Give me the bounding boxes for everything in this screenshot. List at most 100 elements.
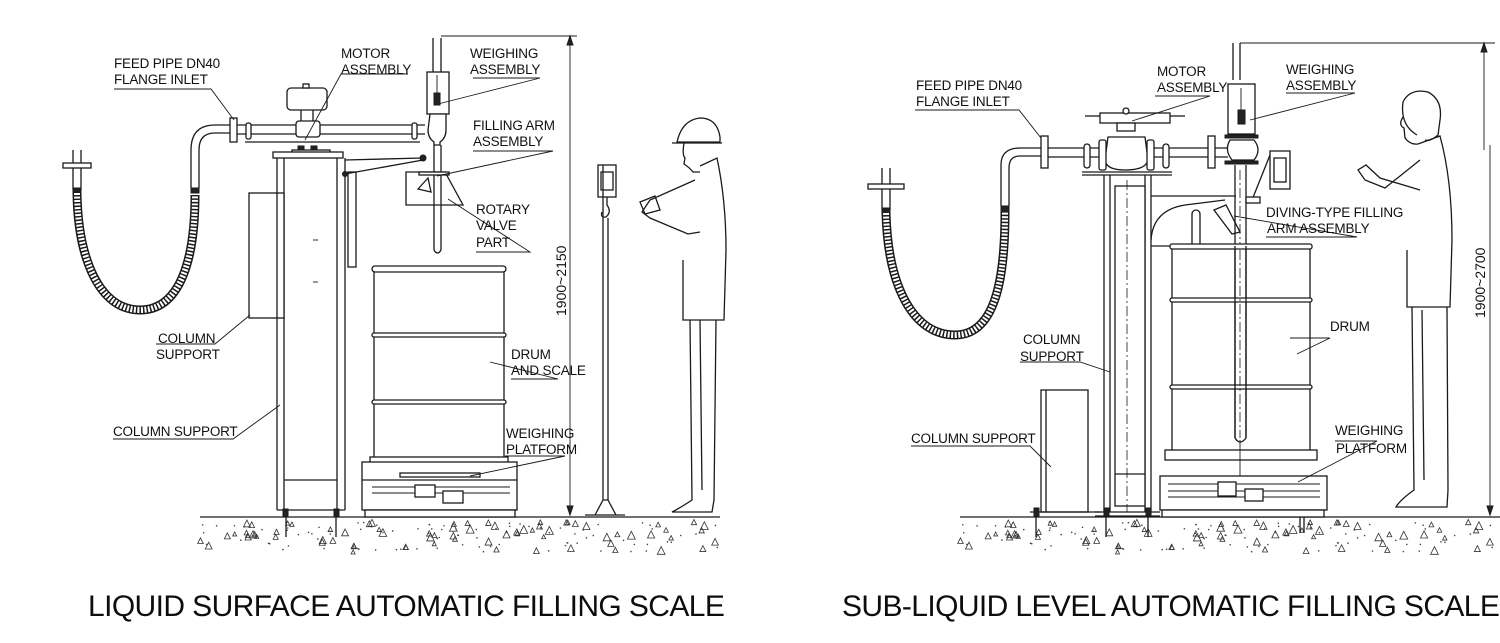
gravel-dot	[1318, 531, 1321, 534]
gravel-stone	[513, 528, 521, 536]
gravel-dot	[489, 545, 492, 548]
gravel-stone	[607, 539, 615, 547]
label-weighing-1: WEIGHING	[1286, 62, 1354, 77]
label-column-1: COLUMN	[1023, 332, 1080, 347]
gravel-dot	[202, 531, 205, 534]
gravel-dot	[1440, 541, 1442, 543]
label-feed-pipe-1: FEED PIPE DN40	[114, 56, 220, 71]
gravel-stone	[232, 531, 238, 537]
weighing-platform	[1159, 475, 1328, 533]
gravel-dot	[1250, 550, 1253, 553]
gravel-dot	[1277, 525, 1280, 528]
gravel-stone	[431, 531, 438, 539]
gravel-dot	[1183, 527, 1186, 530]
gravel-dot	[1347, 542, 1349, 544]
label-column-2: SUPPORT	[1020, 349, 1084, 364]
gravel-dot	[1310, 528, 1313, 530]
gravel-stone	[1310, 533, 1317, 540]
gravel-dot	[1048, 529, 1051, 532]
gravel-dot	[239, 539, 242, 541]
gravel-dot	[1444, 541, 1446, 544]
gravel-stone	[1342, 519, 1350, 527]
gravel-dot	[1406, 543, 1408, 546]
part-labels: FEED PIPE DN40 FLANGE INLET MOTOR ASSEMB…	[911, 62, 1407, 456]
label-drum-1: DRUM	[511, 347, 551, 362]
gravel-stone	[1399, 530, 1409, 540]
gravel-stone	[1012, 530, 1020, 538]
gravel-stone	[318, 538, 327, 546]
part-labels: FEED PIPE DN40 FLANGE INLET MOTOR ASSEMB…	[113, 46, 586, 457]
figure-liquid-surface: 1900~2150 FEED PIPE DN40 FLANGE INLET MO…	[62, 34, 727, 623]
ground-foundation	[957, 516, 1500, 555]
feed-pipe	[229, 117, 425, 143]
gravel-dot	[646, 543, 649, 546]
gravel-stone	[544, 525, 554, 535]
gravel-dot	[994, 524, 997, 527]
label-platform-2: PLATFORM	[506, 442, 577, 457]
gravel-stone	[1198, 531, 1205, 539]
gravel-stone	[242, 519, 251, 528]
gravel-stone	[566, 543, 575, 552]
gravel-stone	[1232, 519, 1239, 526]
gravel-dot	[622, 539, 625, 542]
gravel-stone	[519, 524, 529, 534]
gravel-stone	[957, 537, 964, 544]
gravel-dot	[287, 545, 290, 547]
gravel-dot	[1044, 548, 1047, 551]
gravel-dot	[362, 521, 365, 524]
gravel-stone	[614, 531, 621, 538]
gravel-stone	[1114, 549, 1121, 555]
gravel-stone	[698, 526, 705, 534]
gravel-stone	[1429, 545, 1440, 555]
gravel-stone	[1307, 518, 1314, 525]
gravel-stone	[289, 521, 295, 527]
gravel-dot	[645, 550, 648, 552]
gravel-dot	[1086, 547, 1089, 550]
gravel-dot	[201, 524, 204, 526]
gravel-dot	[1258, 545, 1260, 548]
gravel-dot	[205, 543, 208, 546]
gravel-dot	[1210, 524, 1212, 527]
gravel-stone	[273, 528, 280, 535]
gravel-stone	[1305, 522, 1313, 530]
gravel-dot	[1277, 522, 1280, 525]
gravel-stone	[1302, 546, 1310, 554]
label-filling-arm-1: FILLING ARM	[473, 118, 555, 133]
gravel-dot	[436, 547, 439, 549]
gravel-stone	[663, 526, 670, 533]
gravel-stone	[612, 546, 619, 553]
gravel-stone	[564, 519, 571, 526]
gravel-stone	[204, 541, 213, 550]
gravel-dot	[566, 542, 568, 544]
gravel-stone	[1082, 535, 1091, 545]
gravel-stone	[350, 542, 358, 550]
gravel-stone	[1283, 530, 1290, 537]
gravel-dot	[478, 546, 481, 548]
gravel-stone	[1441, 534, 1448, 541]
gravel-dot	[592, 534, 595, 537]
gravel-stone	[1271, 529, 1280, 539]
gravel-stone	[711, 537, 720, 546]
gravel-dot	[391, 530, 394, 532]
gravel-dot	[252, 534, 255, 537]
gravel-dot	[1414, 522, 1417, 524]
gravel-stone	[1299, 526, 1305, 533]
column-support	[248, 151, 357, 537]
gravel-dot	[1419, 543, 1422, 546]
gravel-stone	[656, 545, 666, 555]
gravel-dot	[1489, 524, 1492, 527]
gravel-stone	[1474, 520, 1484, 530]
gravel-dot	[215, 525, 218, 527]
label-rotary-2: VALVE	[476, 218, 517, 233]
gravel-dot	[679, 534, 682, 537]
gravel-dot	[641, 522, 644, 524]
gravel-stone	[327, 526, 334, 532]
gravel-dot	[352, 545, 355, 548]
gravel-dot	[519, 523, 521, 525]
gravel-dot	[1335, 544, 1337, 547]
gravel-dot	[1127, 521, 1130, 524]
gravel-stone	[285, 520, 291, 526]
gravel-stone	[602, 532, 612, 542]
gravel-stone	[699, 544, 707, 552]
gravel-stone	[1473, 544, 1482, 552]
